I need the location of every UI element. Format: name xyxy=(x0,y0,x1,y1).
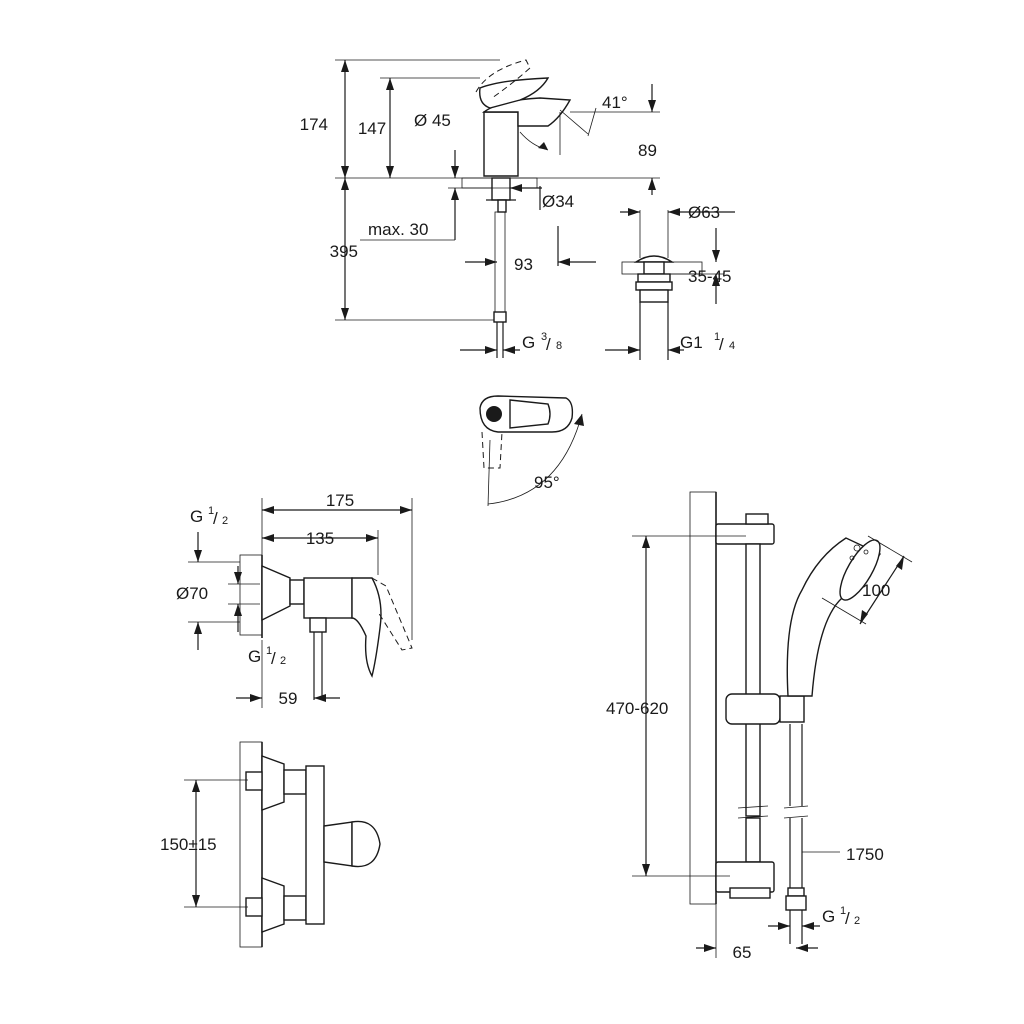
basin-mixer-side-view: 174 147 Ø 45 41° 89 Ø34 max. 30 395 93 G… xyxy=(300,59,660,358)
conn-g-slash: / xyxy=(546,335,551,354)
waste-conn-denominator: 4 xyxy=(729,340,735,352)
waste-fitting-view: Ø63 35-45 G1 1 / 4 xyxy=(605,203,735,360)
dim-d63: Ø63 xyxy=(688,203,720,222)
conn-g-denominator: 8 xyxy=(556,340,562,352)
rail-conn-num: 1 xyxy=(840,905,846,917)
waste-conn-label: G1 xyxy=(680,333,703,352)
dim-175: 175 xyxy=(326,491,354,510)
dim-angle-95: 95° xyxy=(534,473,560,492)
shower-conn-top-label: G xyxy=(190,507,203,526)
shower-conn-bot-den: 2 xyxy=(280,655,286,667)
rail-conn-slash: / xyxy=(845,909,850,928)
shower-conn-bot-label: G xyxy=(248,647,261,666)
basin-mixer-top-view: 95° xyxy=(479,395,584,507)
dim-d70: Ø70 xyxy=(176,584,208,603)
dim-89: 89 xyxy=(638,141,657,160)
waste-conn-slash: / xyxy=(719,335,724,354)
dim-59: 59 xyxy=(279,689,298,708)
dim-hose-1750: 1750 xyxy=(846,845,884,864)
dim-angle-41: 41° xyxy=(602,93,628,112)
dim-max-30: max. 30 xyxy=(368,220,428,239)
dim-d45: Ø 45 xyxy=(414,111,451,130)
dim-35-45: 35-45 xyxy=(688,267,731,286)
dim-147: 147 xyxy=(358,119,386,138)
dim-head-100: 100 xyxy=(862,581,890,600)
conn-g-numerator: 3 xyxy=(541,331,547,343)
conn-g-label: G xyxy=(522,333,535,352)
dim-93: 93 xyxy=(514,255,533,274)
shower-mixer-front-view: 150±15 xyxy=(160,741,381,948)
dim-470-620: 470-620 xyxy=(606,699,668,718)
shower-rail-set: 470-620 100 1750 G 1 / 2 65 xyxy=(606,491,913,962)
shower-conn-bot-num: 1 xyxy=(266,645,272,657)
rail-conn-den: 2 xyxy=(854,915,860,927)
rail-conn-label: G xyxy=(822,907,835,926)
dim-174: 174 xyxy=(300,115,328,134)
shower-conn-top-num: 1 xyxy=(208,505,214,517)
shower-conn-bot-slash: / xyxy=(271,649,276,668)
dim-65: 65 xyxy=(733,943,752,962)
dim-135: 135 xyxy=(306,529,334,548)
shower-conn-top-den: 2 xyxy=(222,515,228,527)
shower-mixer-side-view: 175 135 G 1 / 2 Ø70 G 1 / 2 59 xyxy=(176,491,413,708)
waste-conn-numerator: 1 xyxy=(714,331,720,343)
shower-conn-top-slash: / xyxy=(213,509,218,528)
dim-150-15: 150±15 xyxy=(160,835,217,854)
dim-d34: Ø34 xyxy=(542,192,574,211)
dim-395: 395 xyxy=(330,242,358,261)
